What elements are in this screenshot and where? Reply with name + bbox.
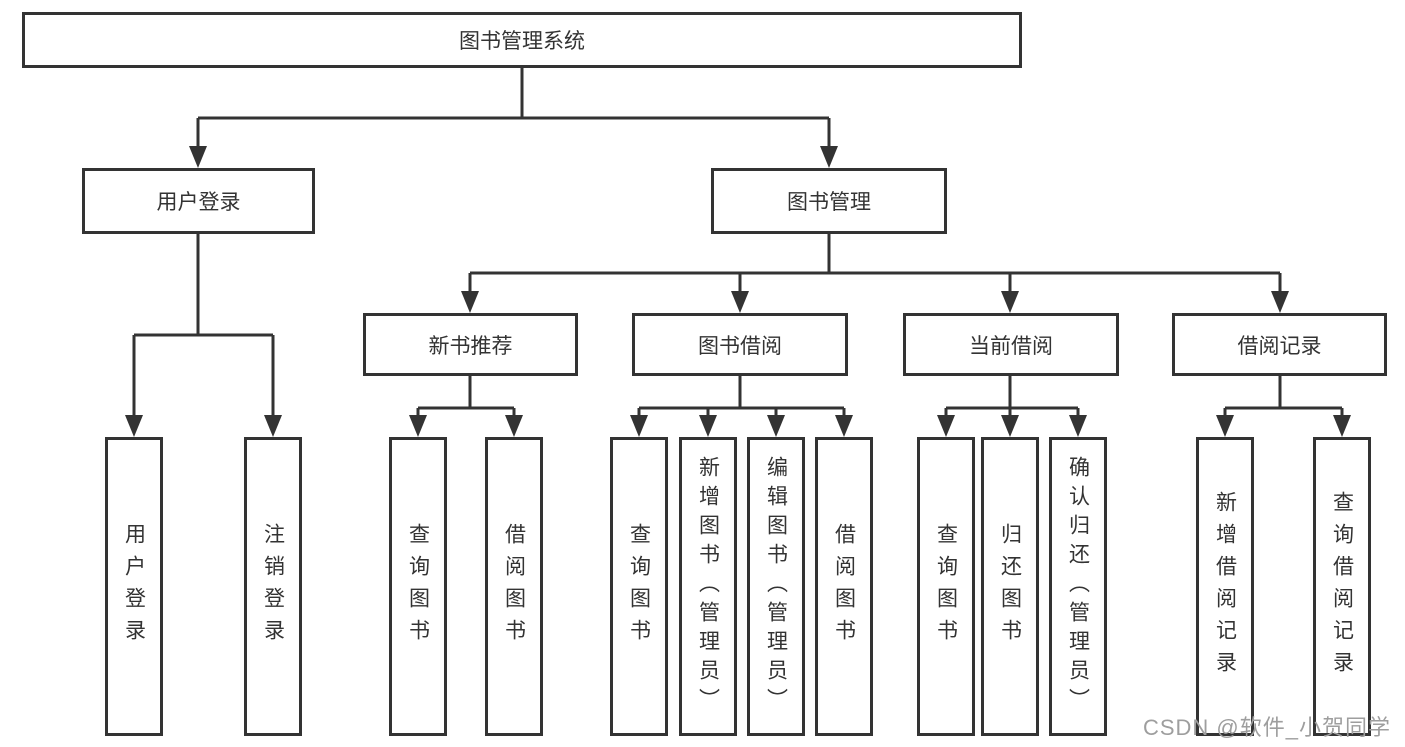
node-label: 图书管理 bbox=[787, 191, 871, 214]
node-current-borrowing: 当前借阅 bbox=[903, 313, 1119, 376]
node-user-login: 用户登录 bbox=[82, 168, 315, 234]
node-user-login-leaf: 用户登录 bbox=[105, 437, 163, 736]
node-query-books-current: 查询图书 bbox=[917, 437, 975, 736]
node-label: 借阅记录 bbox=[1237, 334, 1322, 358]
node-label: 新增借阅记录 bbox=[1213, 490, 1237, 683]
node-label: 确认归还（管理员） bbox=[1066, 456, 1090, 717]
node-book-borrowing: 图书借阅 bbox=[632, 313, 848, 376]
node-label: 查询图书 bbox=[406, 522, 430, 651]
node-label: 当前借阅 bbox=[969, 334, 1053, 358]
node-label: 编辑图书（管理员） bbox=[764, 456, 788, 717]
node-label: 查询图书 bbox=[627, 522, 651, 651]
node-label: 图书管理系统 bbox=[459, 30, 585, 53]
node-label: 查询借阅记录 bbox=[1330, 490, 1354, 683]
node-new-book-recommendation: 新书推荐 bbox=[363, 313, 578, 376]
node-confirm-return-admin: 确认归还（管理员） bbox=[1049, 437, 1107, 736]
node-borrow-books-borrowing: 借阅图书 bbox=[815, 437, 873, 736]
node-label: 新书推荐 bbox=[428, 334, 513, 358]
node-label: 借阅图书 bbox=[502, 522, 526, 651]
watermark: CSDN @软件_小贺同学 bbox=[1142, 715, 1391, 740]
node-label: 查询图书 bbox=[934, 522, 958, 651]
node-label: 图书借阅 bbox=[698, 334, 782, 358]
node-query-books-recommend: 查询图书 bbox=[389, 437, 447, 736]
node-add-book-admin: 新增图书（管理员） bbox=[679, 437, 737, 736]
node-label: 注销登录 bbox=[261, 522, 285, 651]
node-label: 借阅图书 bbox=[832, 522, 856, 651]
node-return-books: 归还图书 bbox=[981, 437, 1039, 736]
node-add-borrowing-record: 新增借阅记录 bbox=[1196, 437, 1254, 736]
node-book-management: 图书管理 bbox=[711, 168, 947, 234]
node-label: 归还图书 bbox=[998, 522, 1022, 651]
node-label: 新增图书（管理员） bbox=[696, 456, 720, 717]
node-borrow-books-recommend: 借阅图书 bbox=[485, 437, 543, 736]
node-label: 用户登录 bbox=[122, 522, 146, 651]
node-library-management-system: 图书管理系统 bbox=[22, 12, 1022, 68]
node-query-books-borrowing: 查询图书 bbox=[610, 437, 668, 736]
node-query-borrowing-record: 查询借阅记录 bbox=[1313, 437, 1371, 736]
node-edit-book-admin: 编辑图书（管理员） bbox=[747, 437, 805, 736]
node-borrowing-records: 借阅记录 bbox=[1172, 313, 1387, 376]
node-label: 用户登录 bbox=[156, 191, 241, 214]
node-logout-leaf: 注销登录 bbox=[244, 437, 302, 736]
